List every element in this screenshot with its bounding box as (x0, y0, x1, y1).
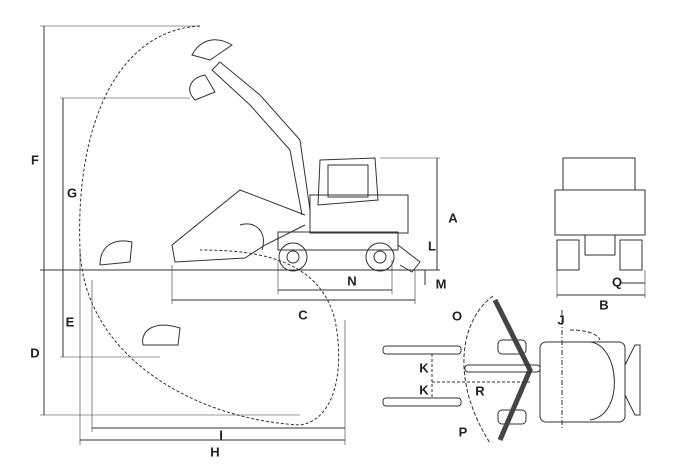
dim-label-m: M (435, 276, 447, 292)
upper-body (309, 194, 409, 234)
dim-label-g: G (66, 185, 78, 201)
dim-label-c: C (298, 307, 308, 323)
bucket-lower (142, 324, 181, 346)
dim-label-o: O (451, 308, 463, 324)
dim-label-l: L (428, 238, 436, 254)
top-blade (624, 344, 641, 416)
rear-wheel (278, 242, 308, 272)
dim-label-i: I (219, 427, 223, 443)
blade (397, 244, 421, 273)
dim-label-f: F (31, 152, 39, 168)
dim-label-d: D (30, 345, 40, 361)
front-wheel (365, 242, 395, 272)
front-view (554, 157, 646, 298)
top-view (382, 295, 641, 444)
dim-label-e: E (65, 314, 75, 330)
dim-label-j: J (557, 312, 565, 328)
dim-label-p: P (458, 424, 468, 440)
dim-label-h: H (210, 444, 220, 460)
cab (317, 157, 379, 206)
swing-arc (463, 295, 494, 444)
dim-label-n: N (347, 273, 357, 289)
dim-label-q: Q (611, 274, 623, 290)
dim-label-k: K (419, 382, 429, 398)
dim-label-r: R (475, 383, 485, 399)
dim-label-a: A (448, 210, 458, 226)
dim-label-b: B (599, 297, 609, 313)
reach-envelope-arc (79, 25, 340, 426)
bucket-upper (99, 240, 133, 266)
undercarriage (277, 231, 399, 251)
boom-raised (211, 61, 311, 216)
dim-label-k: K (419, 360, 429, 376)
boom-lowered (171, 189, 306, 263)
